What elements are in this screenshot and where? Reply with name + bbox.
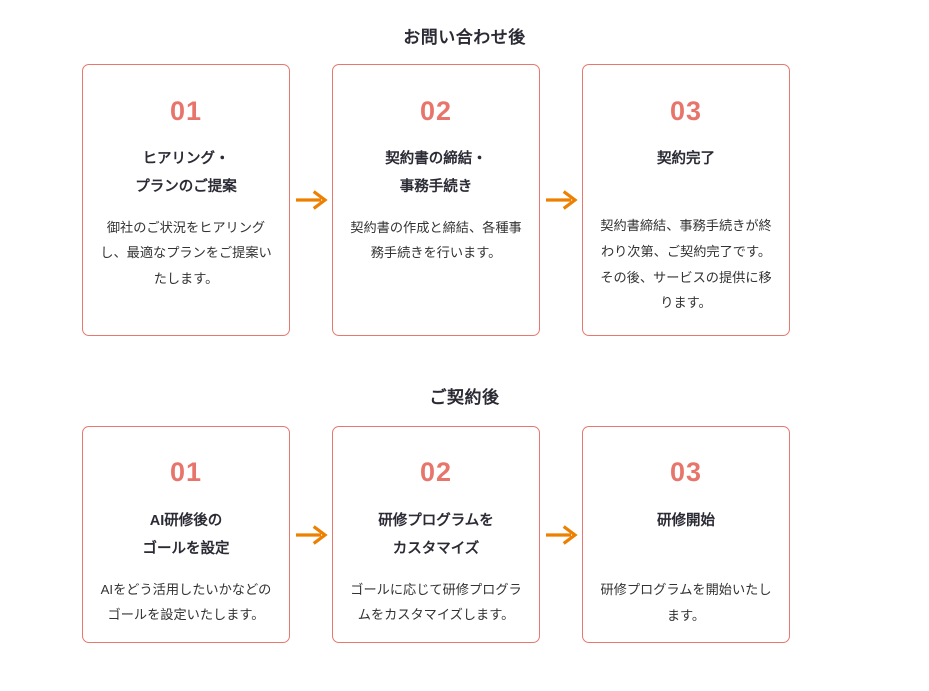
step-number: 03 [669, 457, 703, 487]
step-description: 研修プログラムを開始いたします。 [600, 582, 772, 623]
arrow-right-icon [296, 523, 328, 547]
step-title-line2: カスタマイズ [392, 541, 480, 558]
step-title-line1: AI研修後の [149, 513, 223, 529]
step-description: 契約書締結、事務手続きが終わり次第、ご契約完了です。その後、サービスの提供に移り… [600, 218, 772, 311]
step-title: 契約書の締結・ 事務手続き [333, 145, 539, 202]
step-card-contract-02[interactable]: 02 研修プログラムを カスタマイズ ゴールに応じて研修プログラムをカスタマイズ… [332, 426, 540, 643]
step-title-line2: プランのご提案 [135, 179, 237, 196]
step-description: ゴールに応じて研修プログラムをカスタマイズします。 [350, 581, 522, 623]
step-title-line2: ゴールを設定 [142, 541, 230, 558]
step-description: 契約書の作成と締結、各種事務手続きを行います。 [350, 219, 522, 261]
step-title-line1: 研修プログラムを [378, 513, 494, 529]
section-title-contract: ご契約後 [429, 388, 500, 407]
step-title: 研修プログラムを カスタマイズ [333, 507, 539, 564]
step-title: ヒアリング・ プランのご提案 [83, 145, 289, 202]
step-card-contact-03[interactable]: 03 契約完了 契約書締結、事務手続きが終わり次第、ご契約完了です。その後、サー… [582, 64, 790, 336]
arrow-right-icon [296, 188, 328, 212]
step-title-line2: 事務手続き [399, 179, 473, 196]
step-number: 01 [169, 96, 203, 126]
step-number: 01 [169, 457, 203, 487]
step-description: AIをどう活用したいかなどのゴールを設定いたします。 [100, 581, 272, 623]
step-title-line1: 契約完了 [657, 151, 715, 167]
step-title-line1: 契約書の締結・ [385, 151, 487, 167]
arrow-right-icon [546, 188, 578, 212]
step-card-contact-02[interactable]: 02 契約書の締結・ 事務手続き 契約書の作成と締結、各種事務手続きを行います。 [332, 64, 540, 336]
step-description: 御社のご状況をヒアリングし、最適なプランをご提案いたします。 [100, 219, 272, 286]
step-number: 03 [669, 96, 703, 126]
step-card-contract-03[interactable]: 03 研修開始 研修プログラムを開始いたします。 [582, 426, 790, 643]
section-title-contact: お問い合わせ後 [403, 28, 526, 47]
step-title: 契約完了 [583, 145, 789, 173]
step-number: 02 [419, 96, 453, 126]
step-title-line1: ヒアリング・ [142, 151, 230, 167]
step-title: AI研修後の ゴールを設定 [83, 507, 289, 564]
step-title-line1: 研修開始 [657, 513, 715, 529]
steps-row-contract: 01 AI研修後の ゴールを設定 AIをどう活用したいかなどのゴールを設定いたし… [82, 426, 790, 643]
step-card-contract-01[interactable]: 01 AI研修後の ゴールを設定 AIをどう活用したいかなどのゴールを設定いたし… [82, 426, 290, 643]
step-title: 研修開始 [583, 507, 789, 535]
arrow-right-icon [546, 523, 578, 547]
step-card-contact-01[interactable]: 01 ヒアリング・ プランのご提案 御社のご状況をヒアリングし、最適なプランをご… [82, 64, 290, 336]
step-number: 02 [419, 457, 453, 487]
steps-row-contact: 01 ヒアリング・ プランのご提案 御社のご状況をヒアリングし、最適なプランをご… [82, 64, 790, 336]
